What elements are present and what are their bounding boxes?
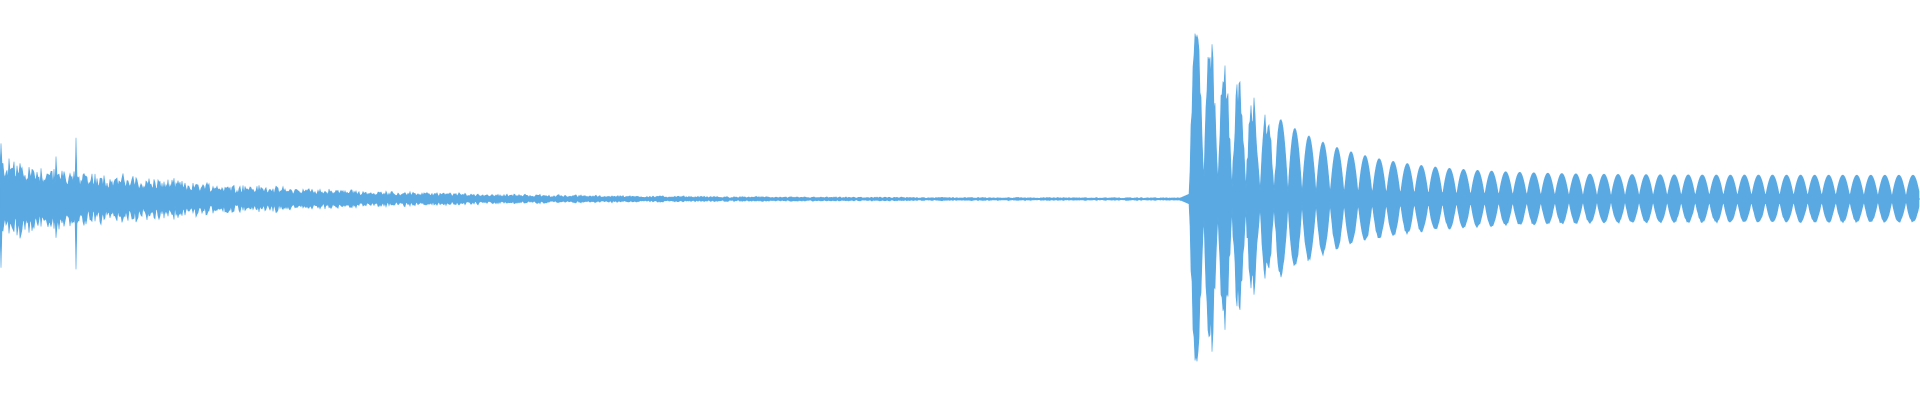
waveform-amplitude-path — [0, 33, 1920, 362]
